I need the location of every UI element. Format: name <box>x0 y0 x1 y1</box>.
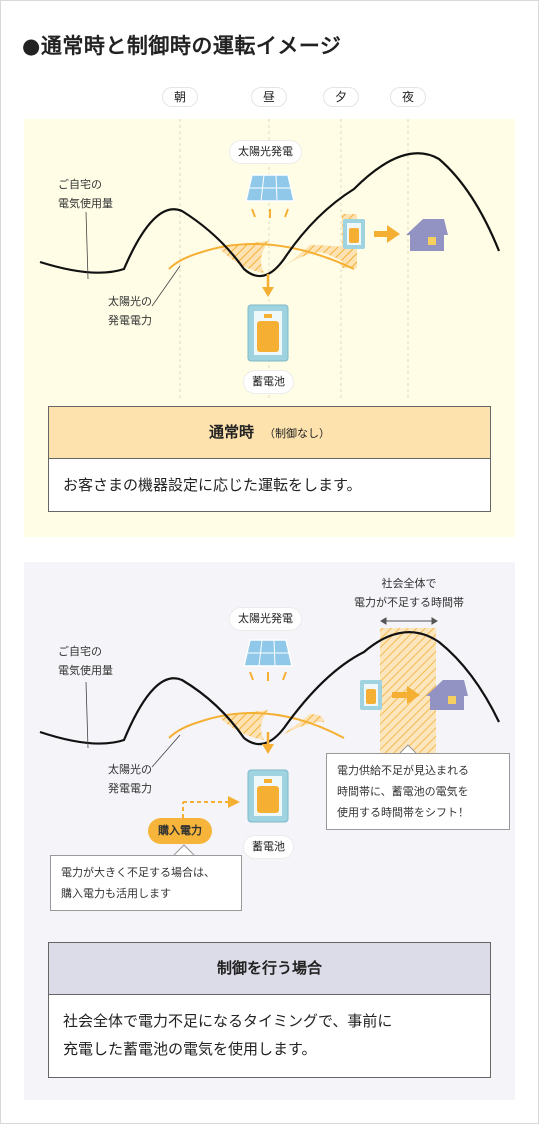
normal-heading-text: 通常時 <box>208 423 254 441</box>
normal-heading-note: （制御なし） <box>264 427 330 440</box>
solar-power-label: 太陽光発電 <box>230 141 301 163</box>
purchase-callout: 電力が大きく不足する場合は、 購入電力も活用します <box>50 855 242 911</box>
normal-description: お客さまの機器設定に応じた運転をします。 <box>48 459 491 512</box>
battery-label: 蓄電池 <box>244 836 293 858</box>
sun-ray-icon <box>249 671 287 681</box>
double-arrow-icon <box>380 617 438 625</box>
control-description-line2: 充電した蓄電池の電気を使用します。 <box>63 1040 317 1058</box>
purchase-callout-line2: 購入電力も活用します <box>61 887 171 900</box>
solar-generation-curve <box>168 712 345 739</box>
time-label-night: 夜 <box>391 88 425 106</box>
time-label-morning: 朝 <box>163 88 197 106</box>
generation-label-line1: 太陽光の <box>108 295 152 308</box>
surplus-area-right <box>272 714 324 740</box>
generation-pointer-line <box>151 734 181 768</box>
generation-label: 太陽光の 発電電力 <box>108 760 152 798</box>
shift-callout: 電力供給不足が見込まれる 時間帯に、蓄電池の電気を 使用する時間帯をシフト！ <box>326 753 510 830</box>
control-diagram <box>39 617 500 856</box>
control-heading: 制御を行う場合 <box>48 942 491 995</box>
demand-pointer-line <box>85 681 89 749</box>
generation-label-line1: 太陽光の <box>108 763 152 776</box>
battery-icon <box>247 304 289 362</box>
solar-panel-icon <box>245 174 295 202</box>
control-description-line1: 社会全体で電力不足になるタイミングで、事前に <box>63 1012 393 1030</box>
solar-generation-curve <box>168 243 355 270</box>
control-operation-panel: 社会全体で 電力が不足する時間帯 ご自宅の 電気使用量 太陽光発電 太陽光の 発… <box>24 562 515 1100</box>
house-icon <box>426 680 468 710</box>
surplus-area-left <box>220 710 269 740</box>
house-icon <box>406 219 448 251</box>
arrow-down-icon <box>262 732 274 754</box>
normal-heading: 通常時 （制御なし） <box>48 406 491 459</box>
demand-label: ご自宅の 電気使用量 <box>58 175 113 213</box>
solar-panel-icon <box>243 639 293 667</box>
purchase-power-badge: 購入電力 <box>148 818 212 844</box>
arrow-down-icon <box>262 274 274 297</box>
shortage-note-line1: 社会全体で <box>381 577 437 590</box>
battery-icon <box>247 769 289 823</box>
shift-callout-line3: 使用する時間帯をシフト！ <box>337 806 469 819</box>
demand-curve <box>39 630 500 746</box>
demand-label: ご自宅の 電気使用量 <box>58 642 113 680</box>
time-label-evening: 夕 <box>324 88 358 106</box>
demand-label-line2: 電気使用量 <box>58 664 113 677</box>
small-battery-icon <box>360 680 382 710</box>
control-description: 社会全体で電力不足になるタイミングで、事前に 充電した蓄電池の電気を使用します。 <box>48 995 491 1078</box>
shortage-note: 社会全体で 電力が不足する時間帯 <box>349 574 469 612</box>
sun-ray-icon <box>251 208 289 218</box>
normal-diagram <box>39 119 501 399</box>
shift-callout-tail <box>399 744 417 754</box>
generation-pointer-line <box>151 265 181 307</box>
generation-label: 太陽光の 発電電力 <box>108 292 152 330</box>
shift-callout-line2: 時間帯に、蓄電池の電気を <box>337 785 469 798</box>
generation-label-line2: 発電電力 <box>108 782 152 795</box>
surplus-area-left <box>220 241 269 273</box>
normal-operation-panel: ご自宅の 電気使用量 太陽光発電 太陽光の 発電電力 蓄電池 通常時 （制御なし）… <box>24 119 515 537</box>
arrow-right-icon <box>374 225 400 243</box>
shortage-note-line2: 電力が不足する時間帯 <box>354 596 464 609</box>
time-label-noon: 昼 <box>252 88 286 106</box>
page-title: ●通常時と制御時の運転イメージ <box>22 34 342 58</box>
demand-label-line1: ご自宅の <box>58 645 102 658</box>
generation-label-line2: 発電電力 <box>108 314 152 327</box>
demand-curve <box>39 152 501 278</box>
demand-label-line2: 電気使用量 <box>58 197 113 210</box>
demand-pointer-line <box>85 211 89 280</box>
battery-label: 蓄電池 <box>244 371 293 393</box>
solar-power-label: 太陽光発電 <box>230 608 301 630</box>
demand-label-line1: ご自宅の <box>58 178 102 191</box>
small-battery-icon <box>343 219 365 249</box>
purchase-arrow-icon <box>182 796 240 818</box>
shift-callout-line1: 電力供給不足が見込まれる <box>337 764 469 777</box>
purchase-callout-line1: 電力が大きく不足する場合は、 <box>61 866 215 879</box>
surplus-area-right <box>272 245 356 273</box>
purchase-callout-tail <box>173 844 195 856</box>
arrow-right-icon <box>392 686 420 704</box>
